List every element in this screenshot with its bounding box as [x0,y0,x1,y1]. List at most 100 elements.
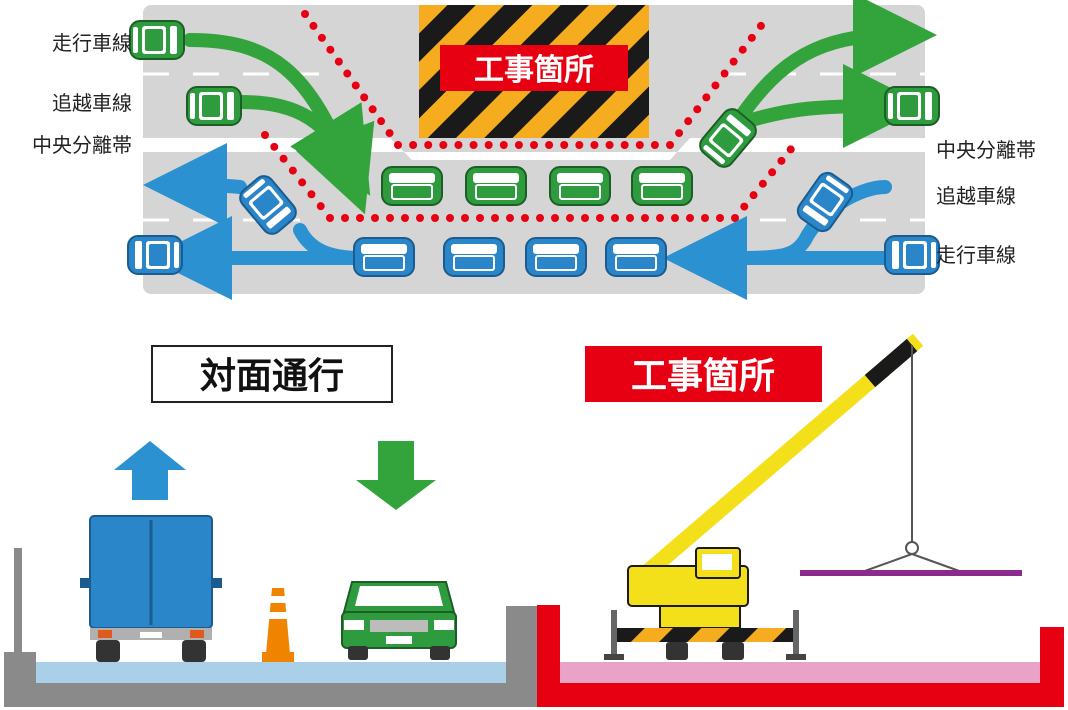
cone-dot [317,33,326,42]
cone-dot [307,190,316,199]
cone-dot [620,141,629,149]
traffic-cone [262,588,294,662]
cone-dot [351,81,360,90]
cone-dot [758,179,767,188]
cone-dot [371,214,379,222]
two-way-label: 対面通行 [200,356,344,397]
cone-dot [356,214,364,222]
cone-dot [545,141,554,149]
cone-dot [334,57,343,66]
pit-floor-pink [560,662,1040,683]
cone-dot [684,117,693,126]
left-guard-post [14,548,22,654]
cone-dot [309,21,318,30]
cone-dot [650,141,659,149]
cone-dot [711,81,720,90]
cone-dot [446,214,454,222]
cone-dot [461,214,469,222]
cone-dot [747,33,756,42]
cone-dot [611,214,619,222]
car-blue [525,237,587,277]
cone-dot [656,214,664,222]
cone-dot [301,10,309,18]
cone-dot [590,141,599,149]
cone-dot [326,45,335,54]
suspended-beam [800,570,1022,576]
cone-dot [316,202,325,211]
cone-dot [686,214,694,222]
car-blue [443,237,505,277]
cone-dot [386,214,394,222]
cone-dot [476,214,484,222]
car-blue [605,237,667,277]
cone-dot [536,214,544,222]
green-car-front [341,581,457,660]
cone-dot [514,141,523,149]
cone-dot [605,141,614,149]
cone-dot [326,214,334,222]
cone-dot [666,141,674,149]
down-arrow-icon [356,441,436,510]
construction-label: 工事箇所 [474,53,594,88]
road-base-gray [4,606,537,707]
car-green [381,166,443,206]
cone-dot [343,69,352,78]
crane-hook [905,541,919,555]
cone-dot [693,105,702,114]
cone-dot [641,214,649,222]
cone-dot [288,166,297,175]
label-left-travel-lane: 走行車線 [52,31,132,55]
cone-dot [506,214,514,222]
cone-dot [581,214,589,222]
diverge-arrow-lower-left-passing [143,143,247,228]
cone-dot [777,156,786,165]
car-green [129,20,185,60]
cone-dot [716,214,724,222]
two-way-label-box [151,345,393,403]
cone-dot [786,145,795,154]
cone-dot [560,141,569,149]
construction-title-box [585,346,822,402]
cone-dot [424,141,433,149]
car-green [465,166,527,206]
cone-dot [394,141,402,149]
car-green [884,86,940,126]
cone-dot [756,21,765,30]
cone-dot [454,141,463,149]
cone-dot [702,93,711,102]
crane-boom [638,333,924,582]
label-left-passing-lane: 追越車線 [52,91,132,115]
cone-dot [731,214,739,222]
cone-dot [341,214,349,222]
cone-dot [566,214,574,222]
construction-label-box [440,45,628,91]
cone-dot [499,141,508,149]
green-traffic-arrows [183,0,937,215]
road-surface-blue [36,662,506,683]
cone-dot [270,142,279,151]
label-right-median: 中央分離帯 [936,138,1036,162]
cone-dot [635,141,644,149]
construction-title: 工事箇所 [631,356,775,397]
cone-dot [521,214,529,222]
blue-traffic-arrows [143,143,892,300]
diverge-arrow-upper-right [733,0,937,125]
cone-dot [551,214,559,222]
plan-view: 工事箇所 [32,0,1036,300]
section-view: 対面通行 工事箇所 [4,333,1064,707]
car-green [631,166,693,206]
cone-dot [749,191,758,200]
merge-arrow-passing-left [233,95,371,196]
label-right-travel-lane: 走行車線 [936,243,1016,267]
cone-dot [675,129,684,138]
label-left-median: 中央分離帯 [32,133,132,157]
cone-dot [401,214,409,222]
merge-arrow-lower-right-curve [733,180,892,265]
car-blue [353,237,415,277]
diverge-arrow-passing-right [738,64,927,149]
cone-dot-lines [261,10,795,222]
cone-dot [530,141,538,149]
cone-dot [626,214,634,222]
cone-dot [740,202,749,211]
cone-dot [439,141,448,149]
